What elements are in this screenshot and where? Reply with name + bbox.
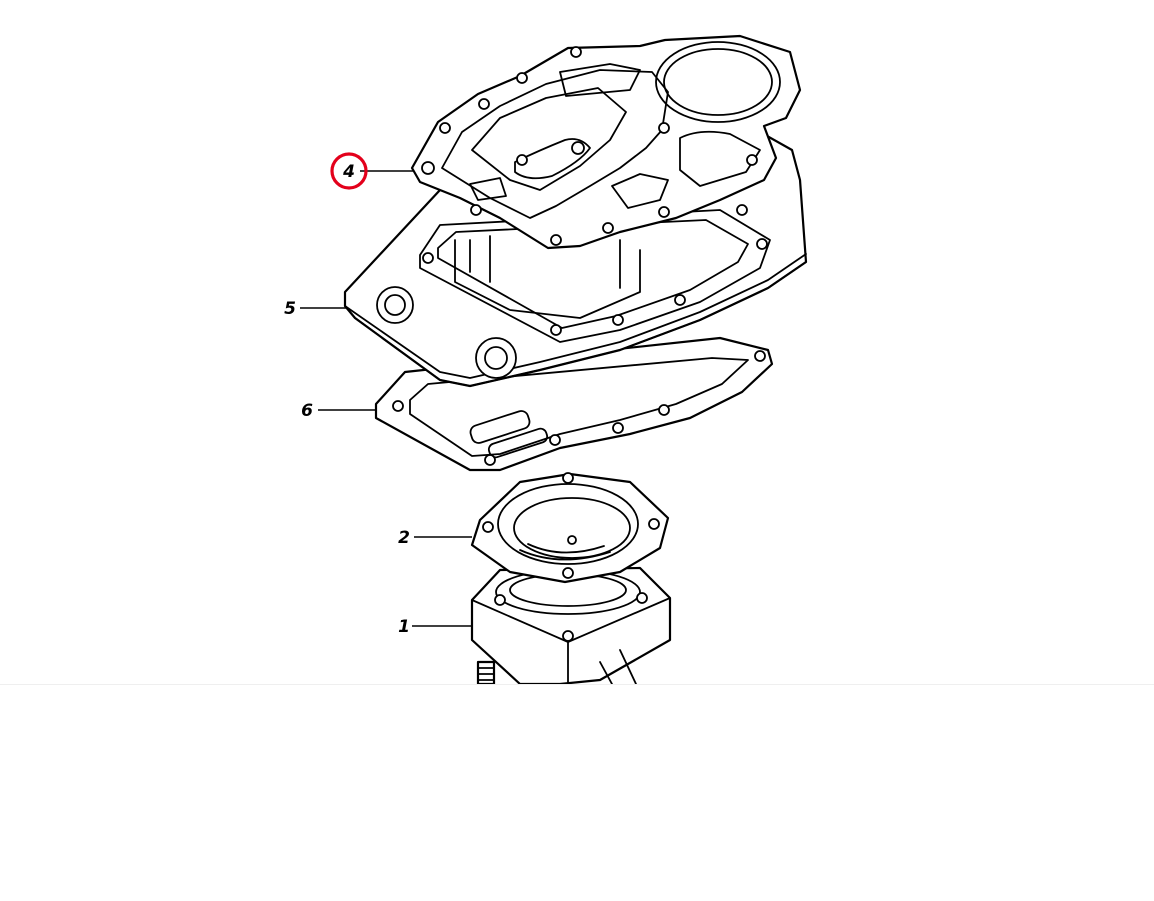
exploded-parts-diagram: 4 5 6 2 1: [284, 34, 808, 684]
diagram-canvas: 4 5 6 2 1: [284, 34, 808, 684]
callout-6[interactable]: 6: [301, 401, 313, 421]
callout-1[interactable]: 1: [398, 617, 410, 637]
part-2-gasket: [470, 472, 670, 584]
callout-2[interactable]: 2: [398, 528, 410, 548]
callout-4[interactable]: 4: [342, 162, 355, 182]
callout-5[interactable]: 5: [284, 299, 296, 319]
part-1-housing: [470, 566, 672, 684]
blank-area: [0, 684, 1154, 901]
callout-4-highlight-ring: [330, 152, 368, 190]
part-4-gasket: [410, 34, 802, 250]
